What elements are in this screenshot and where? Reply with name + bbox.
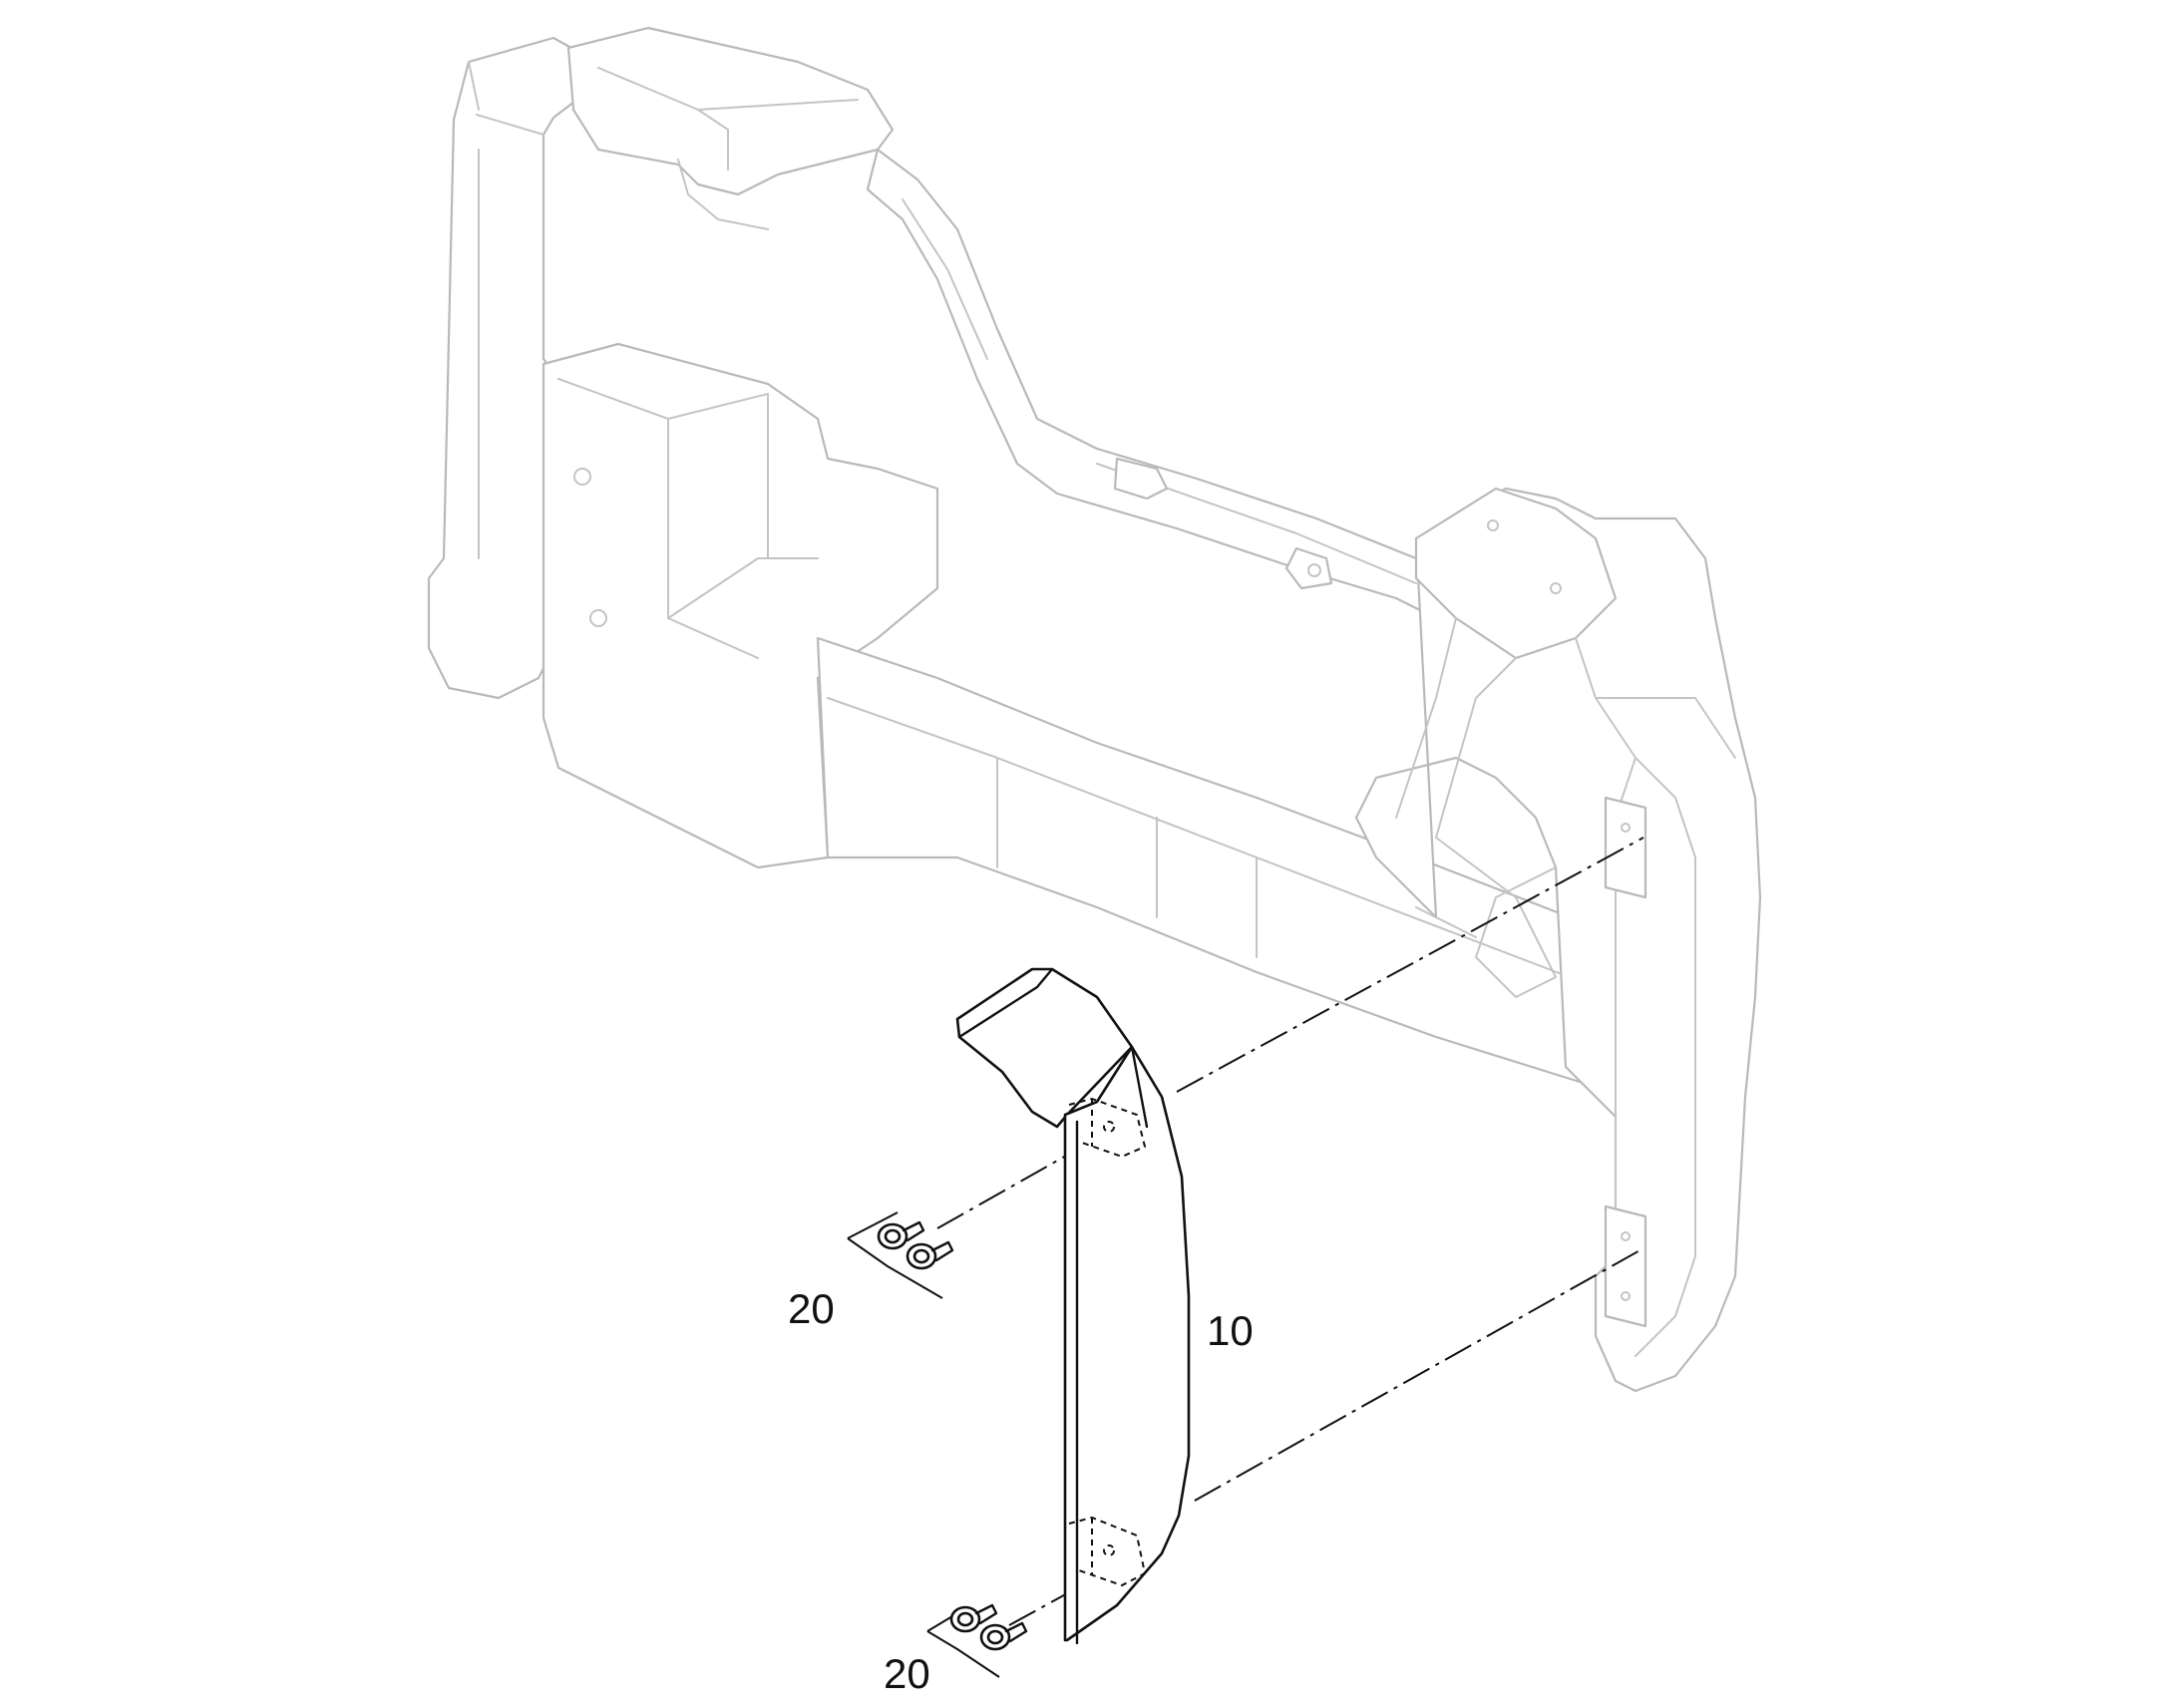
frame-right-top-bracket <box>1414 487 1618 660</box>
bolt-group-upper-bracket <box>847 1211 943 1299</box>
centerline-upper-bolts <box>936 1146 1083 1229</box>
callout-panel-10: 10 <box>1207 1307 1254 1354</box>
frame-right-tower <box>1354 487 1762 1393</box>
side-panel-body <box>1063 1045 1191 1642</box>
upper-hidden-clip <box>1068 1097 1147 1159</box>
frame-upper-rail <box>866 148 1458 620</box>
bolt-lower-1 <box>949 1603 998 1633</box>
frame-lower-box <box>542 342 939 869</box>
centerline-upper-panel <box>1176 837 1644 1093</box>
frame-top-bracket <box>566 26 895 196</box>
bolt-upper-1 <box>877 1220 925 1250</box>
bolt-group-upper <box>847 1211 954 1299</box>
bolt-upper-2 <box>906 1240 954 1270</box>
bolt-lower-2 <box>979 1621 1028 1651</box>
side-panel <box>955 967 1191 1645</box>
bolt-group-lower <box>926 1603 1028 1678</box>
frame-assembly <box>427 26 1762 1393</box>
callout-bolts-upper-20: 20 <box>788 1285 835 1332</box>
centerline-lower-panel <box>1194 1247 1644 1502</box>
lower-hidden-clip <box>1068 1516 1147 1587</box>
callout-bolts-lower-20: 20 <box>884 1650 930 1697</box>
